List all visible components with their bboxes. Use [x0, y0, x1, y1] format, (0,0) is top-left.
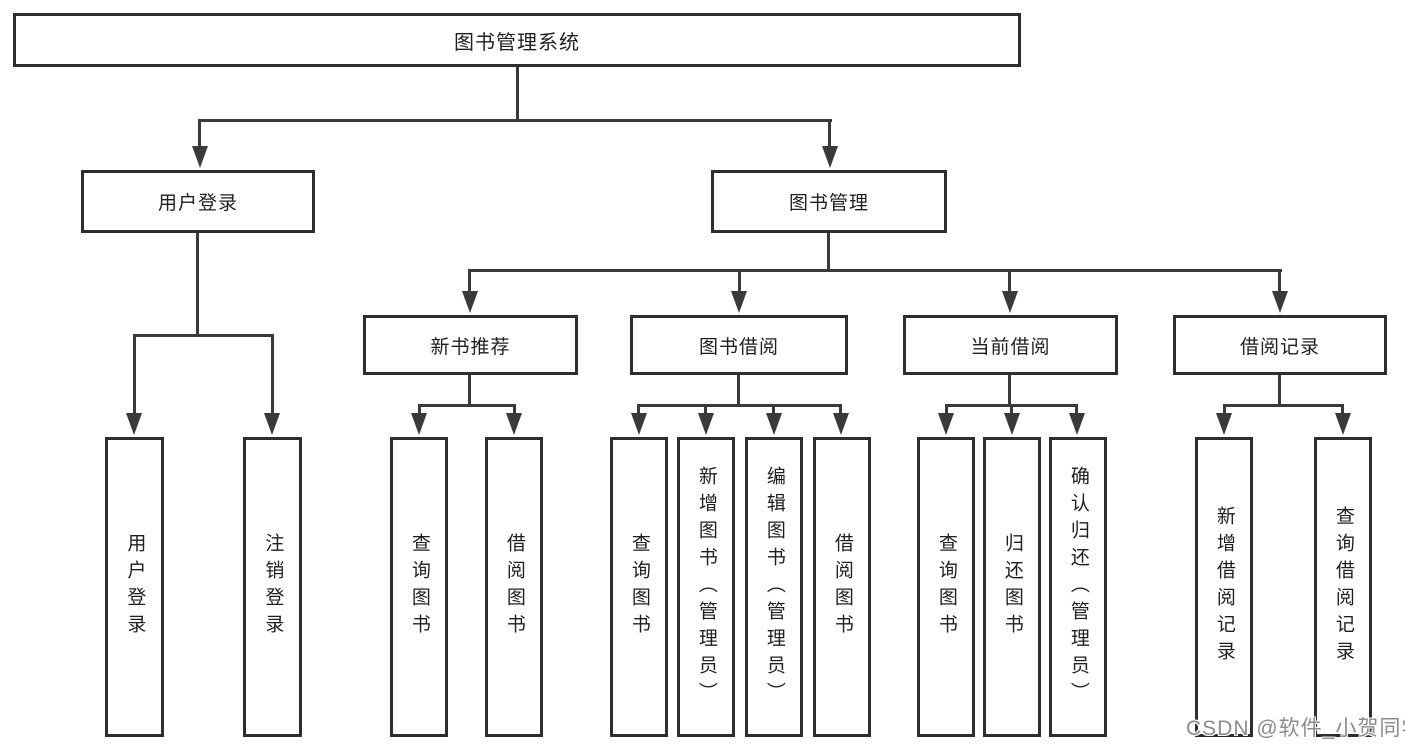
leaf-search-book: 查询图书	[917, 437, 975, 737]
node-book-mgmt-label: 图书管理	[788, 193, 869, 214]
connector-stub	[1010, 404, 1013, 416]
connector-stub-book-mgmt	[828, 119, 831, 149]
arrow-down-icon	[506, 413, 522, 435]
connector-stem	[737, 375, 740, 406]
leaf-label: 查询图书	[408, 533, 430, 641]
connector-stub	[1341, 404, 1344, 416]
node-current-borrow: 当前借阅	[903, 315, 1118, 375]
leaf-label: 借阅图书	[503, 533, 525, 641]
leaf-label: 编辑图书（管理员）	[763, 465, 785, 709]
arrow-down-icon	[1002, 291, 1018, 313]
leaf-confirm-return-admin: 确认归还（管理员）	[1049, 437, 1107, 737]
connector-root-stem	[516, 67, 519, 122]
connector-stub	[772, 404, 775, 416]
connector-book-mgmt-stem	[827, 233, 830, 272]
leaf-return-book: 归还图书	[983, 437, 1041, 737]
arrow-down-icon	[192, 146, 208, 168]
arrow-down-icon	[833, 413, 849, 435]
connector-level2-bar	[198, 119, 832, 122]
connector-stub	[468, 269, 471, 293]
node-borrow-records: 借阅记录	[1173, 315, 1387, 375]
node-user-login: 用户登录	[81, 170, 315, 233]
connector-stub	[1223, 404, 1226, 416]
connector-stub-user-login	[198, 119, 201, 149]
connector-bar	[637, 404, 842, 407]
connector-stub	[738, 269, 741, 293]
arrow-down-icon	[1004, 413, 1020, 435]
node-new-books-label: 新书推荐	[430, 336, 511, 358]
arrow-down-icon	[264, 413, 280, 435]
connector-stem	[1008, 375, 1011, 406]
connector-stub	[271, 334, 274, 414]
arrow-down-icon	[1216, 413, 1232, 435]
arrow-down-icon	[1335, 413, 1351, 435]
connector-stub	[945, 404, 948, 416]
connector-user-login-bar	[133, 334, 274, 337]
arrow-down-icon	[126, 413, 142, 435]
connector-stub	[1278, 269, 1281, 293]
arrow-down-icon	[462, 291, 478, 313]
leaf-label: 确认归还（管理员）	[1067, 465, 1089, 709]
leaf-label: 新增借阅记录	[1213, 506, 1235, 668]
connector-stem	[468, 375, 471, 406]
leaf-label: 查询图书	[935, 533, 957, 641]
arrow-down-icon	[1272, 291, 1288, 313]
node-book-mgmt: 图书管理	[711, 170, 947, 233]
node-new-books: 新书推荐	[363, 315, 578, 375]
leaf-user-login: 用户登录	[105, 437, 164, 737]
leaf-label: 归还图书	[1001, 533, 1023, 641]
connector-stub	[133, 334, 136, 414]
leaf-add-book-admin: 新增图书（管理员）	[677, 437, 735, 737]
leaf-label: 新增图书（管理员）	[695, 465, 717, 709]
arrow-down-icon	[766, 413, 782, 435]
arrow-down-icon	[731, 291, 747, 313]
connector-user-login-stem	[196, 233, 199, 337]
arrow-down-icon	[411, 413, 427, 435]
leaf-search-book: 查询图书	[610, 437, 668, 737]
connector-stub	[1008, 269, 1011, 293]
connector-stub	[839, 404, 842, 416]
arrow-down-icon	[698, 413, 714, 435]
node-user-login-label: 用户登录	[157, 193, 238, 214]
node-current-borrow-label: 当前借阅	[970, 336, 1051, 358]
leaf-search-borrow-record: 查询借阅记录	[1314, 437, 1372, 737]
node-root: 图书管理系统	[13, 13, 1021, 67]
leaf-label: 借阅图书	[831, 533, 853, 641]
leaf-logout-label: 注销登录	[262, 533, 284, 641]
csdn-watermark: CSDN @软件_小贺同学	[1186, 717, 1405, 740]
node-borrow-records-label: 借阅记录	[1239, 336, 1320, 358]
leaf-borrow-book: 借阅图书	[485, 437, 543, 737]
node-book-borrow: 图书借阅	[630, 315, 848, 375]
connector-level3-bar	[468, 269, 1282, 272]
node-root-label: 图书管理系统	[454, 31, 580, 54]
leaf-label: 查询图书	[628, 533, 650, 641]
connector-stub	[637, 404, 640, 416]
leaf-search-book: 查询图书	[390, 437, 448, 737]
node-book-borrow-label: 图书借阅	[698, 336, 779, 358]
arrow-down-icon	[938, 413, 954, 435]
leaf-user-login-label: 用户登录	[124, 533, 146, 641]
connector-stub	[704, 404, 707, 416]
connector-stem	[1278, 375, 1281, 406]
leaf-logout: 注销登录	[243, 437, 302, 737]
leaf-label: 查询借阅记录	[1332, 506, 1354, 668]
connector-bar	[1223, 404, 1344, 407]
leaf-borrow-book: 借阅图书	[813, 437, 871, 737]
connector-stub	[418, 404, 421, 416]
connector-bar	[418, 404, 516, 407]
connector-stub	[513, 404, 516, 416]
connector-stub	[1075, 404, 1078, 416]
arrow-down-icon	[631, 413, 647, 435]
arrow-down-icon	[822, 146, 838, 168]
leaf-edit-book-admin: 编辑图书（管理员）	[745, 437, 803, 737]
arrow-down-icon	[1069, 413, 1085, 435]
leaf-add-borrow-record: 新增借阅记录	[1195, 437, 1253, 737]
